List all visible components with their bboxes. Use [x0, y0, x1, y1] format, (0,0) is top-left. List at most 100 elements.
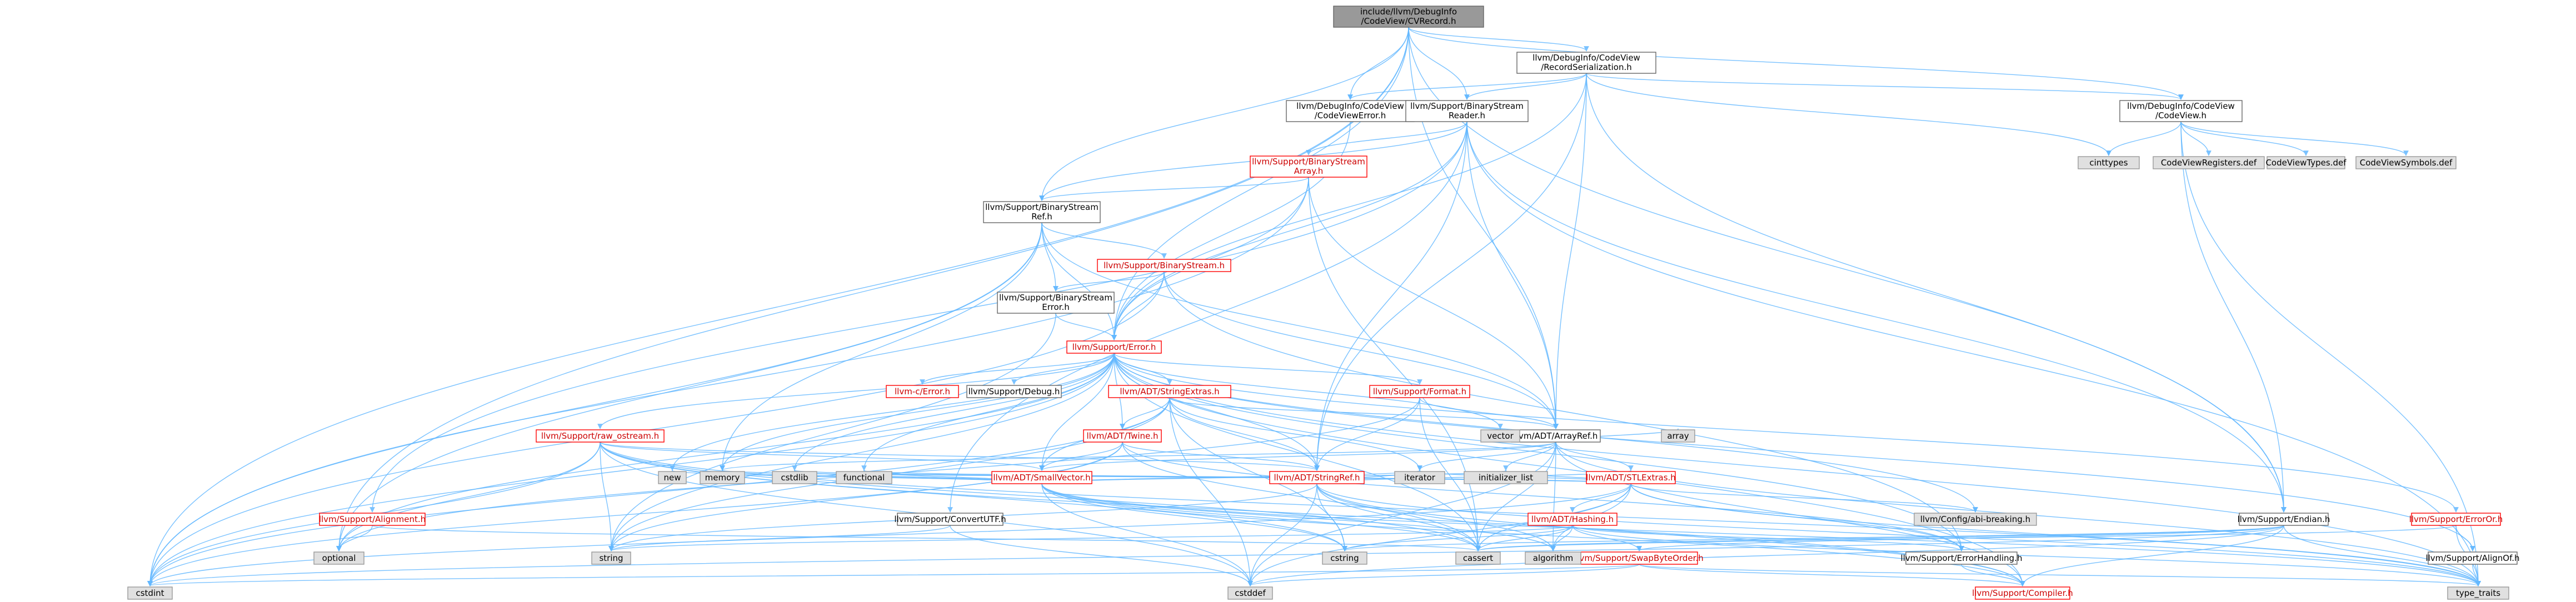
- edge-convert_utf-to-cstddef: [950, 525, 1253, 586]
- edge-binary_stream_ref-to-optional: [336, 222, 1042, 551]
- node-support-error[interactable]: llvm/Support/Error.h: [1066, 340, 1162, 354]
- node-small-vector[interactable]: llvm/ADT/SmallVector.h: [991, 471, 1092, 484]
- edge-support_error-to-format: [1114, 353, 1422, 385]
- edge-alignment-to-optional: [336, 525, 373, 551]
- edge-record_serialization-to-codeview: [1586, 73, 2184, 100]
- edge-string_ref-to-cassert: [1316, 483, 1481, 551]
- node-twine[interactable]: llvm/ADT/Twine.h: [1083, 429, 1162, 443]
- node-type-traits-label-0: type_traits: [2456, 588, 2500, 599]
- edge-binary_stream_ref-to-support_error: [1041, 222, 1117, 340]
- node-stl-extras[interactable]: llvm/ADT/STLExtras.h: [1586, 471, 1676, 484]
- node-binary-stream-error-label-1: Error.h: [1042, 302, 1069, 312]
- edge-binary_stream_reader-to-type_traits: [1466, 121, 2481, 586]
- edge-endian-to-cassert: [1475, 525, 2284, 551]
- node-vector: vector: [1480, 429, 1520, 443]
- node-array-label-0: array: [1667, 431, 1689, 441]
- node-optional: optional: [313, 551, 365, 565]
- node-initializer-list-label-0: initializer_list: [1479, 473, 1533, 483]
- edge-support_error-to-new: [670, 353, 1115, 471]
- node-cstdint-label-0: cstdint: [136, 588, 164, 598]
- edge-root-to-optional: [336, 27, 1409, 551]
- edge-support_error-to-small_vector: [1039, 353, 1115, 471]
- node-hashing[interactable]: llvm/ADT/Hashing.h: [1527, 513, 1618, 526]
- node-cassert: cassert: [1455, 551, 1501, 565]
- node-raw-ostream[interactable]: llvm/Support/raw_ostream.h: [536, 429, 665, 443]
- node-memory: memory: [700, 471, 745, 484]
- node-string-ref-label-0: llvm/ADT/StringRef.h: [1274, 473, 1360, 483]
- edge-twine-to-string_ref: [1122, 442, 1320, 471]
- node-raw-ostream-label-0: llvm/Support/raw_ostream.h: [541, 431, 659, 442]
- node-record-serialization[interactable]: llvm/DebugInfo/CodeView/RecordSerializat…: [1516, 52, 1656, 74]
- edge-binary_stream_reader-to-array_ref: [1466, 121, 1559, 429]
- node-abi-breaking-label-0: llvm/Config/abi-breaking.h: [1920, 514, 2030, 524]
- edge-raw_ostream-to-small_vector: [600, 442, 1045, 471]
- edge-stl_extras-to-cstdint: [147, 483, 1631, 586]
- node-codeview-registers: CodeViewRegisters.def: [2153, 156, 2265, 169]
- node-codeview[interactable]: llvm/DebugInfo/CodeView/CodeView.h: [2119, 100, 2243, 122]
- node-codeview-error[interactable]: llvm/DebugInfo/CodeView/CodeViewError.h: [1286, 100, 1415, 122]
- node-c-error[interactable]: llvm-c/Error.h: [886, 385, 959, 398]
- node-alignment[interactable]: llvm/Support/Alignment.h: [319, 513, 426, 526]
- node-string: string: [591, 551, 631, 565]
- node-align-of[interactable]: llvm/Support/AlignOf.h: [2425, 551, 2520, 565]
- node-error-handling[interactable]: llvm/Support/ErrorHandling.h: [1901, 551, 2023, 565]
- edge-codeview-to-codeview_registers: [2180, 121, 2211, 156]
- edge-small_vector-to-compiler: [1041, 483, 2025, 586]
- node-binary-stream-array-label-0: llvm/Support/BinaryStream: [1252, 157, 1365, 167]
- node-format[interactable]: llvm/Support/Format.h: [1369, 385, 1470, 398]
- edge-binary_stream_array-to-array_ref: [1308, 177, 1559, 429]
- edge-array_ref-to-memory: [720, 442, 1556, 471]
- edge-binary_stream_ref-to-binary_stream: [1041, 222, 1167, 259]
- node-record-serialization-label-0: llvm/DebugInfo/CodeView: [1532, 53, 1640, 63]
- node-cstdint: cstdint: [127, 586, 173, 600]
- edge-binary_stream-to-cstdint: [147, 271, 1165, 586]
- node-convert-utf[interactable]: llvm/Support/ConvertUTF.h: [894, 513, 1006, 526]
- node-root[interactable]: include/llvm/DebugInfo/CodeView/CVRecord…: [1333, 6, 1484, 28]
- edge-record_serialization-to-string_ref: [1314, 73, 1587, 471]
- edge-endian-to-type_traits: [2283, 525, 2481, 586]
- edge-swap_byte_order-to-cstdint: [148, 564, 1640, 586]
- node-cstddef: cstddef: [1227, 586, 1273, 600]
- node-swap-byte-order[interactable]: llvm/Support/SwapByteOrder.h: [1575, 551, 1704, 565]
- node-cinttypes: cinttypes: [2078, 156, 2140, 169]
- node-iterator-label-0: iterator: [1404, 473, 1436, 483]
- edge-raw_ostream-to-string: [600, 442, 614, 551]
- node-format-label-0: llvm/Support/Format.h: [1373, 387, 1466, 397]
- node-endian[interactable]: llvm/Support/Endian.h: [2238, 513, 2330, 526]
- node-binary-stream-reader-label-1: Reader.h: [1449, 111, 1485, 121]
- edge-small_vector-to-cstring: [1041, 483, 1347, 551]
- node-record-serialization-label-1: /RecordSerialization.h: [1541, 62, 1632, 72]
- node-vector-label-0: vector: [1487, 431, 1514, 441]
- node-compiler[interactable]: llvm/Support/Compiler.h: [1972, 586, 2073, 600]
- node-initializer-list: initializer_list: [1464, 471, 1548, 484]
- edge-root-to-codeview_error: [1347, 27, 1409, 100]
- node-swap-byte-order-label-0: llvm/Support/SwapByteOrder.h: [1575, 553, 1704, 563]
- node-array-ref[interactable]: llvm/ADT/ArrayRef.h: [1511, 429, 1601, 443]
- node-functional: functional: [836, 471, 892, 484]
- node-codeview-symbols: CodeViewSymbols.def: [2355, 156, 2457, 169]
- node-binary-stream[interactable]: llvm/Support/BinaryStream.h: [1097, 259, 1231, 272]
- node-error-handling-label-0: llvm/Support/ErrorHandling.h: [1901, 553, 2023, 563]
- node-array-ref-label-0: llvm/ADT/ArrayRef.h: [1514, 431, 1598, 441]
- edge-format-to-string_ref: [1314, 397, 1420, 471]
- node-endian-label-0: llvm/Support/Endian.h: [2238, 514, 2330, 524]
- edge-binary_stream_reader-to-endian: [1466, 121, 2287, 513]
- node-codeview-error-label-1: /CodeViewError.h: [1315, 111, 1386, 121]
- edge-binary_stream_reader-to-binary_stream_array: [1306, 121, 1467, 155]
- edge-raw_ostream-to-optional: [336, 442, 601, 551]
- node-string-extras[interactable]: llvm/ADT/StringExtras.h: [1108, 385, 1231, 398]
- node-iterator: iterator: [1394, 471, 1445, 484]
- node-alignment-label-0: llvm/Support/Alignment.h: [319, 514, 426, 524]
- edge-binary_stream-to-binary_stream_error: [1053, 271, 1165, 292]
- edge-binary_stream_reader-to-alignment: [370, 121, 1467, 513]
- node-twine-label-0: llvm/ADT/Twine.h: [1086, 431, 1158, 441]
- node-error-or[interactable]: llvm/Support/ErrorOr.h: [2409, 513, 2503, 526]
- node-string-ref[interactable]: llvm/ADT/StringRef.h: [1269, 471, 1365, 484]
- edge-endian-to-cstddef: [1247, 525, 2284, 586]
- node-codeview-label-0: llvm/DebugInfo/CodeView: [2127, 101, 2235, 111]
- node-support-debug[interactable]: llvm/Support/Debug.h: [966, 385, 1062, 398]
